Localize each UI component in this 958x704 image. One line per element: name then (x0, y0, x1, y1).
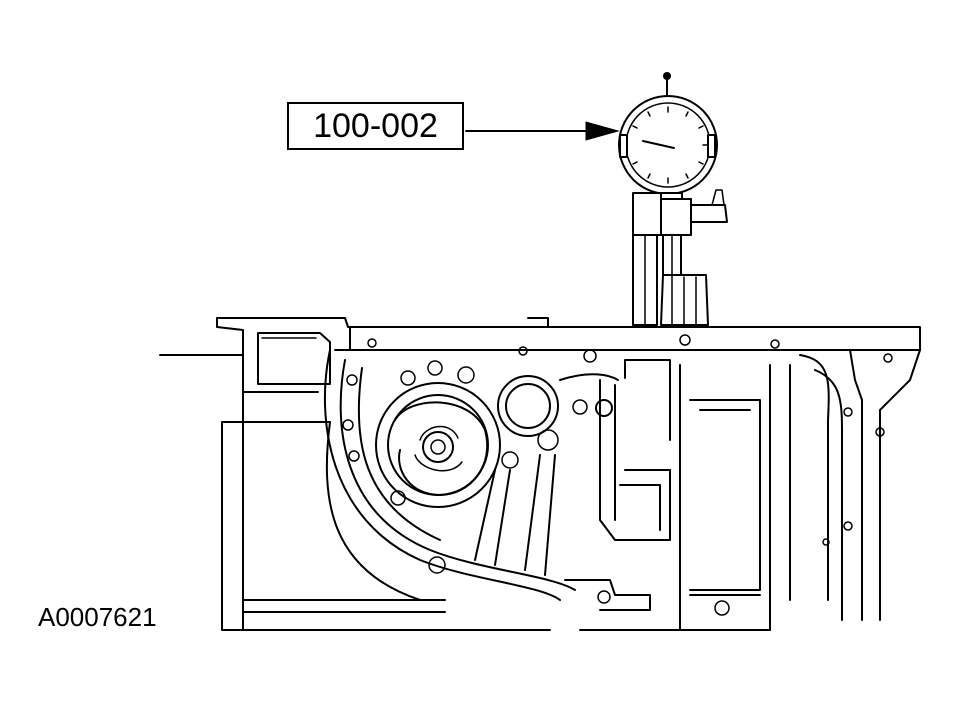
tool-callout-box: 100-002 (287, 102, 464, 150)
leader-arrow (465, 121, 620, 141)
dial-indicator-icon (618, 72, 728, 326)
tool-number-label: 100-002 (313, 106, 438, 145)
figure-id-label: A0007621 (38, 602, 157, 632)
transmission-case-icon (159, 317, 921, 631)
